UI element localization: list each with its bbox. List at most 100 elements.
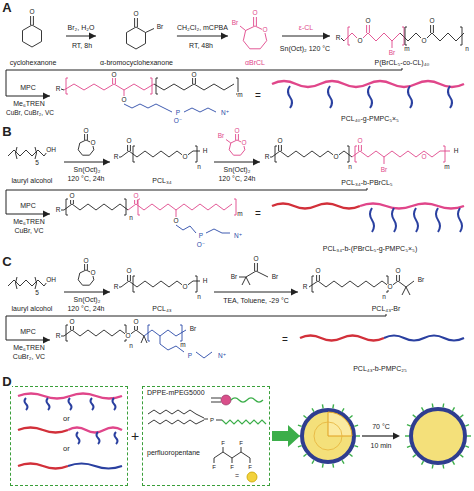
reaction-condition: = <box>255 91 262 102</box>
diblock-cartoon <box>300 336 384 341</box>
reaction-condition: 70 °C <box>372 423 391 430</box>
component-label: or <box>63 445 70 454</box>
polymer-options-cartoon <box>47 398 50 410</box>
reaction-arrow <box>6 188 367 214</box>
peg-spike <box>354 425 358 426</box>
copolymer-structure <box>405 25 462 45</box>
component-label: DPPE-mPEG5000 <box>147 389 205 397</box>
reaction-condition: RT, 48h <box>189 42 214 49</box>
peg-spike <box>312 460 314 463</box>
graft-block-structure <box>61 204 128 210</box>
diblock-cartoon <box>384 336 464 341</box>
graft-cartoon <box>368 86 372 108</box>
lipid-cartoon <box>231 398 263 402</box>
perfluoropentane-structure <box>214 447 257 482</box>
atom-label: Br <box>156 24 164 31</box>
graft-copolymer-structure <box>184 108 216 112</box>
atom-label: O <box>83 128 89 135</box>
lauryl-alcohol-structure <box>128 275 197 292</box>
polymer-options-cartoon <box>77 432 80 444</box>
peg-spike <box>407 425 411 426</box>
graft-copolymer-structure <box>156 78 238 94</box>
reaction-condition: = <box>255 209 262 220</box>
peg-spike <box>312 408 314 411</box>
compound-box: PCL₃₄-b-PBrCL₅ <box>262 136 472 188</box>
atom-label: O <box>133 11 139 18</box>
atom-label: Br <box>388 50 396 57</box>
atom-label: m <box>237 211 243 218</box>
atom-label: R <box>55 86 61 93</box>
peg-spike <box>460 415 463 418</box>
graft-block-cartoon <box>436 208 440 232</box>
atom-label: O <box>315 268 321 275</box>
perfluoropentane-structure <box>247 472 257 482</box>
panel-letter: C <box>2 255 12 269</box>
graft-block-structure <box>128 204 232 210</box>
reaction-arrow <box>64 162 110 163</box>
peg-spike <box>303 454 306 457</box>
lipid-cartoon <box>211 398 221 402</box>
atom-label: n <box>129 343 134 350</box>
atom-label: R <box>113 284 119 291</box>
component-label: or <box>63 415 70 424</box>
graft-block-cartoon <box>414 208 418 232</box>
reaction-condition: Me₆TREN <box>13 100 46 107</box>
copolymer-structure <box>341 25 464 48</box>
atom-label: P <box>209 417 214 423</box>
atom-label: n <box>129 215 134 222</box>
diblock-structure <box>66 325 147 343</box>
graft-block-cartoon <box>272 204 360 209</box>
reaction-condition: Sn(Oct)₂ 120 °C <box>279 45 332 52</box>
reaction-condition: CuBr, VC <box>14 227 44 234</box>
atom-label: O <box>69 319 75 326</box>
atom-label: O <box>252 10 258 17</box>
graft-copolymer-structure <box>154 84 234 90</box>
polymer-options-cartoon <box>68 464 122 469</box>
atom-label: Br <box>271 274 279 281</box>
peg-spike <box>332 404 334 408</box>
atom-label: F <box>248 464 253 470</box>
graft-block-structure <box>66 199 126 215</box>
peg-spike <box>349 415 352 418</box>
atom-label: n <box>197 164 202 171</box>
compound-box: PCL₄₀-g-PMPC₅×₅ <box>52 72 472 124</box>
atom-label: P <box>198 233 203 240</box>
reagent-label: MPC <box>19 84 37 92</box>
atom-label: CuBr, CuBr₂, VC <box>5 110 54 117</box>
panel-letter: D <box>2 375 12 389</box>
peg-spike <box>405 435 409 436</box>
atom-label: OH <box>46 147 57 154</box>
atom-label: N⁺ <box>220 110 229 117</box>
atom-label: O <box>277 138 283 145</box>
reaction-arrow <box>64 292 110 293</box>
graft-block-structure <box>176 225 196 233</box>
reaction-arrow <box>6 314 386 340</box>
peg-spike <box>332 464 334 468</box>
compound-box: cyclohexanone <box>2 12 64 68</box>
graft-block-structure <box>206 229 230 233</box>
atom-label: F <box>212 464 217 470</box>
graft-block-cartoon <box>392 208 396 232</box>
microbubble-cartoon <box>296 404 471 469</box>
atom-label: O <box>262 27 268 34</box>
reaction-arrow <box>282 36 330 37</box>
atom-label: O <box>365 18 371 25</box>
peg-spike <box>342 408 344 411</box>
reaction-condition: 120 °C, 24h <box>218 175 256 182</box>
lauryl-alcohol-structure <box>8 150 47 156</box>
peg-spike <box>453 461 455 464</box>
macroinitiator-structure <box>309 275 414 295</box>
compound-box: lauryl alcohol <box>2 136 62 186</box>
atom-label: m <box>404 46 410 53</box>
reaction-arrow <box>6 68 402 96</box>
peg-spike <box>442 404 444 408</box>
reagent-label: TEA, Toluene, -29 °C <box>222 297 290 305</box>
atom-label: O <box>90 140 96 147</box>
graft-cartoon <box>272 81 464 108</box>
reagent-label: Br₂, H₂O <box>67 24 96 32</box>
lauryl-alcohol-structure <box>16 147 37 159</box>
graft-cartoon <box>408 86 412 108</box>
component-label: perfluoropentane <box>147 449 200 457</box>
compound-box: PCL₃₄-b-(PBrCL₅-g-PMPC₅×₅) <box>52 192 472 254</box>
block-copolymer-structure <box>352 151 450 157</box>
